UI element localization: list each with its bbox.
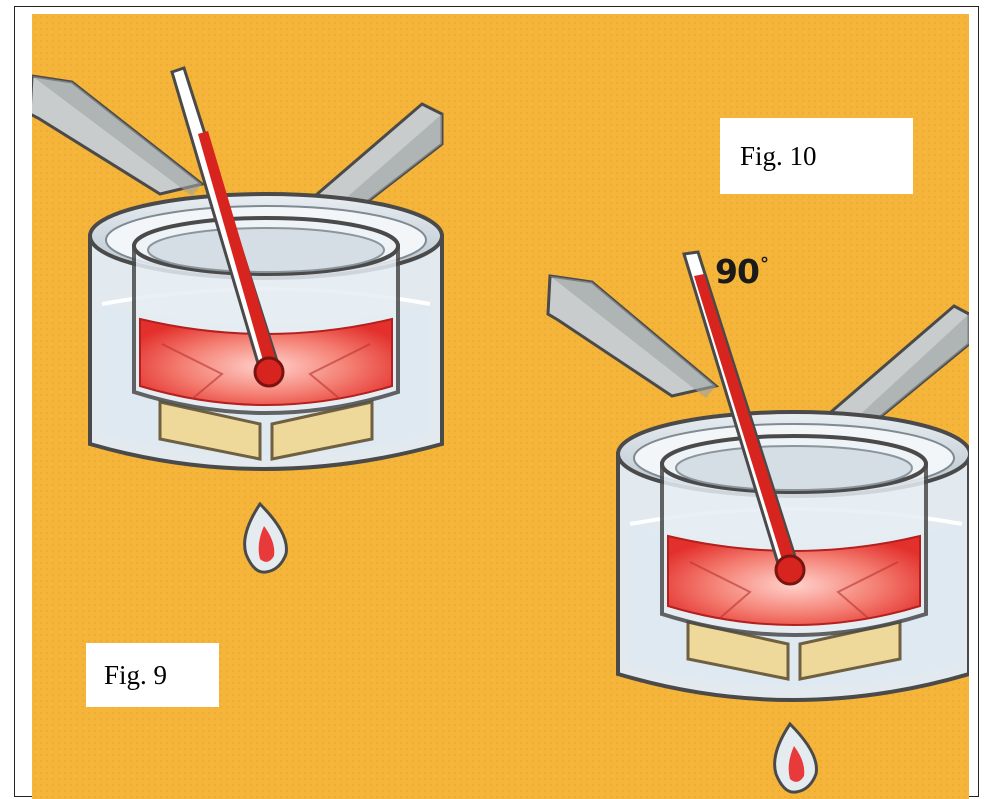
figure-label-box-fig10: Fig. 10 [720, 118, 913, 194]
temperature-value: 90 [715, 252, 759, 291]
thermometer-reading: 90° [715, 252, 768, 291]
degree-symbol: ° [760, 254, 768, 275]
figure-label-box-fig9: Fig. 9 [86, 643, 219, 707]
figure-label-fig9: Fig. 9 [104, 660, 167, 691]
figure-label-fig10: Fig. 10 [740, 141, 817, 172]
